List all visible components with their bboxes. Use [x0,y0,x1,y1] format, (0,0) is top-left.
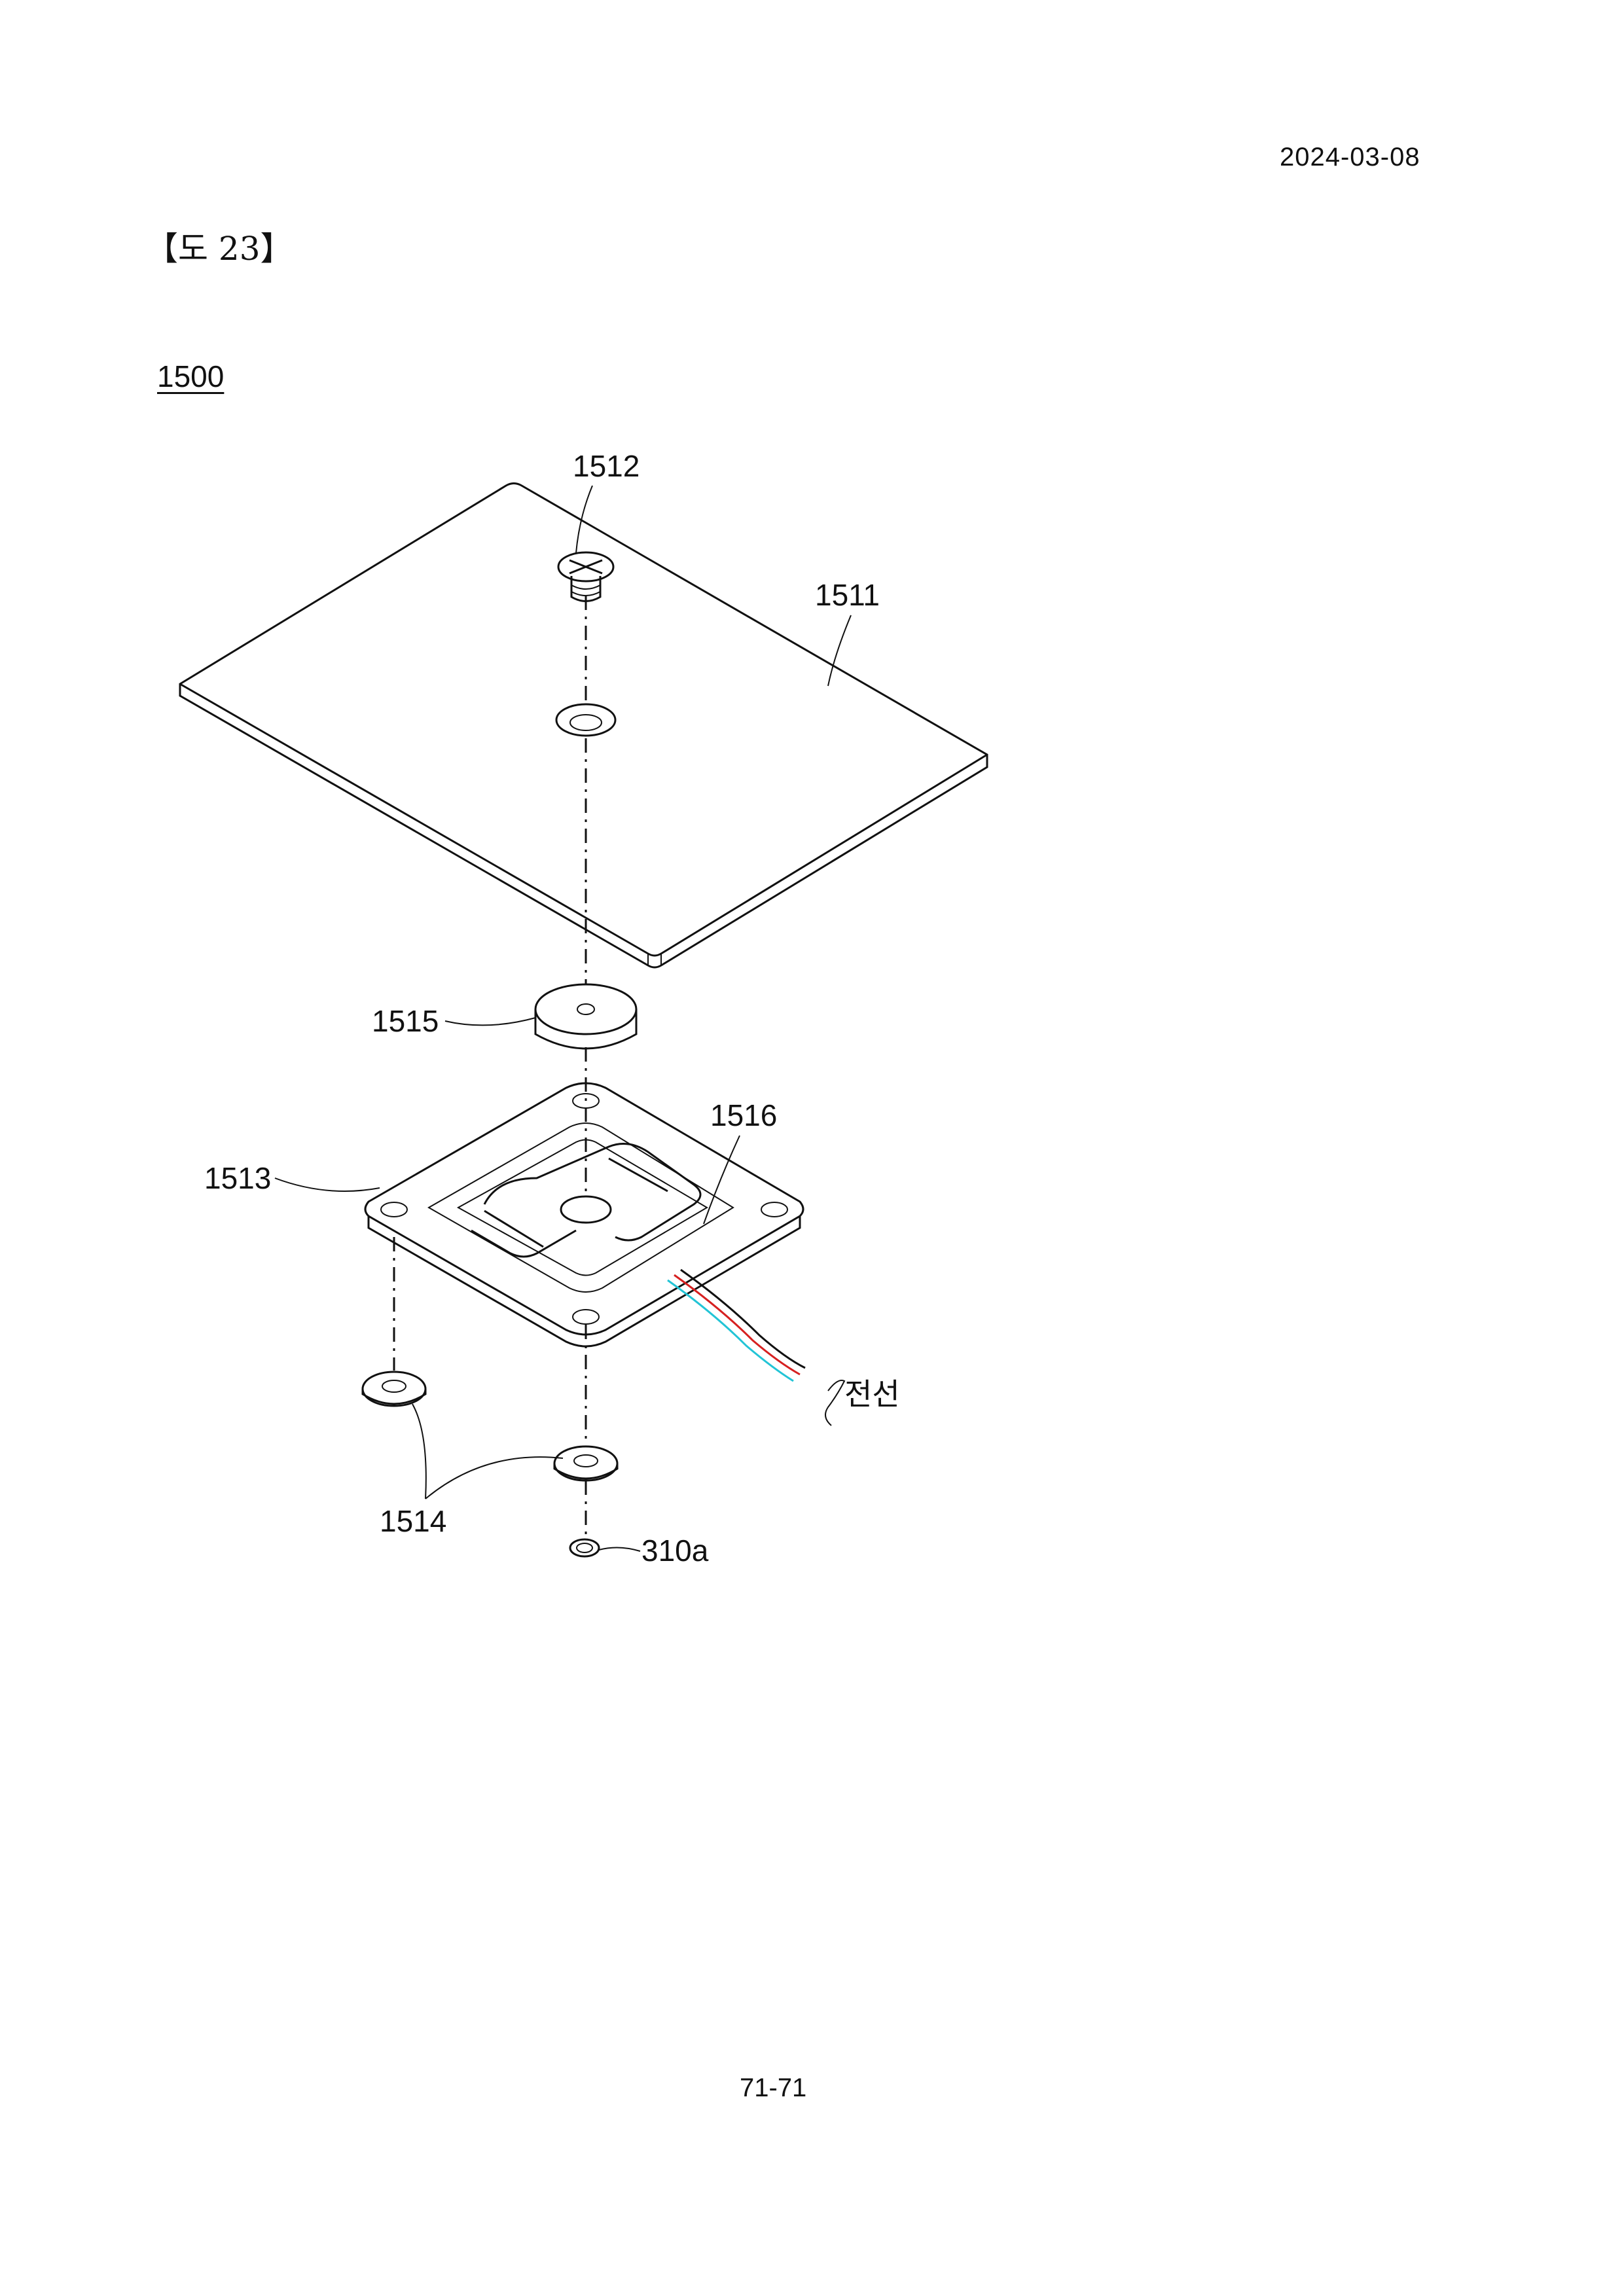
label-1512: 1512 [573,449,640,483]
label-1514: 1514 [380,1504,446,1538]
assembly-reference: 1500 [157,359,225,393]
label-1513: 1513 [204,1161,271,1195]
nut [569,1538,600,1558]
heater [471,1143,702,1258]
leader-1512 [575,485,593,554]
label-wire: 전선 [844,1377,900,1411]
leader-1511 [827,615,852,687]
top-plate [179,482,988,969]
figure-title: 【도 23】 [145,230,293,268]
washer-right [553,1445,619,1482]
leader-1513 [274,1177,380,1192]
screw [557,551,615,602]
leader-wire [825,1380,846,1426]
page-number: 71-71 [740,2073,807,2102]
washer-left [361,1371,427,1407]
leader-1516 [703,1135,740,1225]
label-310a: 310a [641,1534,709,1568]
wire-bundle [667,1268,806,1382]
pad [534,983,638,1050]
label-1516: 1516 [710,1098,777,1132]
label-1515: 1515 [372,1004,439,1038]
label-1511: 1511 [815,578,880,612]
leader-1515 [444,1017,536,1026]
document-date: 2024-03-08 [1280,143,1420,171]
leader-310a [598,1547,641,1552]
leader-1514 [412,1403,564,1499]
